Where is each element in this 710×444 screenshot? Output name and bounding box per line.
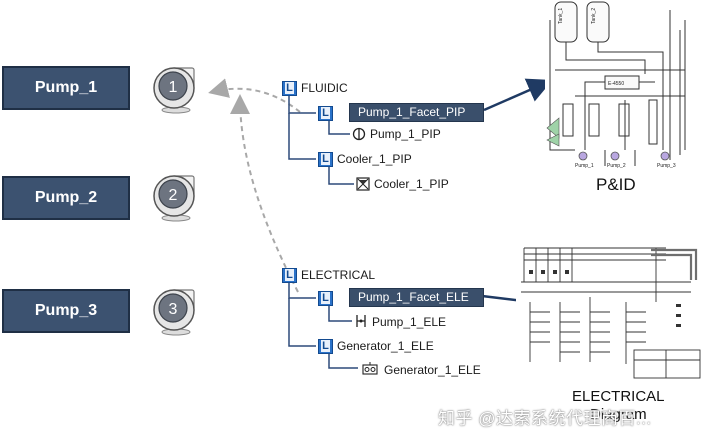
pump-icon-1: 1 bbox=[153, 67, 195, 114]
pump-box-label: Pump_2 bbox=[34, 189, 98, 206]
pump-number: 2 bbox=[169, 187, 178, 204]
pump-box-1[interactable]: Pump_1 bbox=[2, 66, 130, 110]
generator-symbol-icon bbox=[362, 362, 378, 375]
watermark-text: 知乎 @达索系统代理商百... bbox=[438, 409, 652, 428]
pump-number: 3 bbox=[169, 301, 178, 318]
tree-item-generator1-child[interactable]: Generator_1_ELE bbox=[384, 363, 481, 377]
electrical-diagram-caption-line1: ELECTRICAL bbox=[572, 388, 665, 405]
pid-pump-label: Pump_2 bbox=[607, 163, 626, 169]
tree-item-pump1-ele[interactable]: Pump_1_ELE bbox=[372, 315, 447, 329]
tree-item-pump1-pip[interactable]: Pump_1_PIP bbox=[370, 127, 441, 141]
electrical-diagram-thumbnail bbox=[516, 242, 706, 382]
arrow-facet-pip-to-pid bbox=[483, 78, 553, 112]
pump-number: 1 bbox=[169, 79, 178, 96]
tree-item-cooler1-child[interactable]: Cooler_1_PIP bbox=[374, 177, 449, 191]
fluidic-tree-lines bbox=[288, 96, 354, 185]
logical-node-icon[interactable] bbox=[282, 81, 297, 96]
logical-node-icon[interactable] bbox=[318, 152, 333, 167]
pid-tank-label: Tank_1 bbox=[558, 8, 564, 24]
facet-pump1-ele[interactable]: Pump_1_Facet_ELE bbox=[349, 288, 484, 307]
cooler-symbol-icon bbox=[356, 177, 370, 191]
valve-symbol-icon bbox=[352, 127, 366, 141]
tree-root-fluidic[interactable]: FLUIDIC bbox=[301, 81, 348, 95]
logical-node-icon[interactable] bbox=[318, 291, 333, 306]
pump-box-3[interactable]: Pump_3 bbox=[2, 289, 130, 333]
motor-symbol-icon bbox=[356, 315, 366, 327]
pump-box-2[interactable]: Pump_2 bbox=[2, 176, 130, 220]
logical-node-icon[interactable] bbox=[282, 268, 297, 283]
electrical-tree-lines bbox=[288, 283, 358, 369]
logical-node-icon[interactable] bbox=[318, 106, 333, 121]
pump-box-label: Pump_3 bbox=[34, 302, 98, 319]
pump-icon-2: 2 bbox=[153, 175, 195, 222]
electrical-diagram-caption-line2: Diagram bbox=[590, 406, 647, 423]
pid-tank-label: Tank_2 bbox=[591, 8, 597, 24]
pid-diagram-thumbnail: Tank_1 Tank_2 E-4550 Pump_1 Pump_2 Pump_… bbox=[545, 0, 695, 172]
tree-item-generator1[interactable]: Generator_1_ELE bbox=[337, 339, 434, 353]
pump-box-label: Pump_1 bbox=[34, 79, 98, 96]
facet-pump1-pip[interactable]: Pump_1_Facet_PIP bbox=[349, 103, 484, 122]
link-electrical-to-pump1 bbox=[230, 94, 299, 293]
pump-icon-3: 3 bbox=[153, 289, 195, 336]
logical-node-icon[interactable] bbox=[318, 339, 333, 354]
pid-pump-label: Pump_1 bbox=[575, 163, 594, 169]
pid-caption: P&ID bbox=[596, 175, 636, 194]
link-fluidic-to-pump1 bbox=[208, 78, 301, 113]
tree-item-cooler1[interactable]: Cooler_1_PIP bbox=[337, 152, 412, 166]
pid-pump-label: Pump_3 bbox=[657, 163, 676, 169]
tree-root-electrical[interactable]: ELECTRICAL bbox=[301, 268, 376, 282]
pid-exchanger-label: E-4550 bbox=[608, 81, 624, 87]
